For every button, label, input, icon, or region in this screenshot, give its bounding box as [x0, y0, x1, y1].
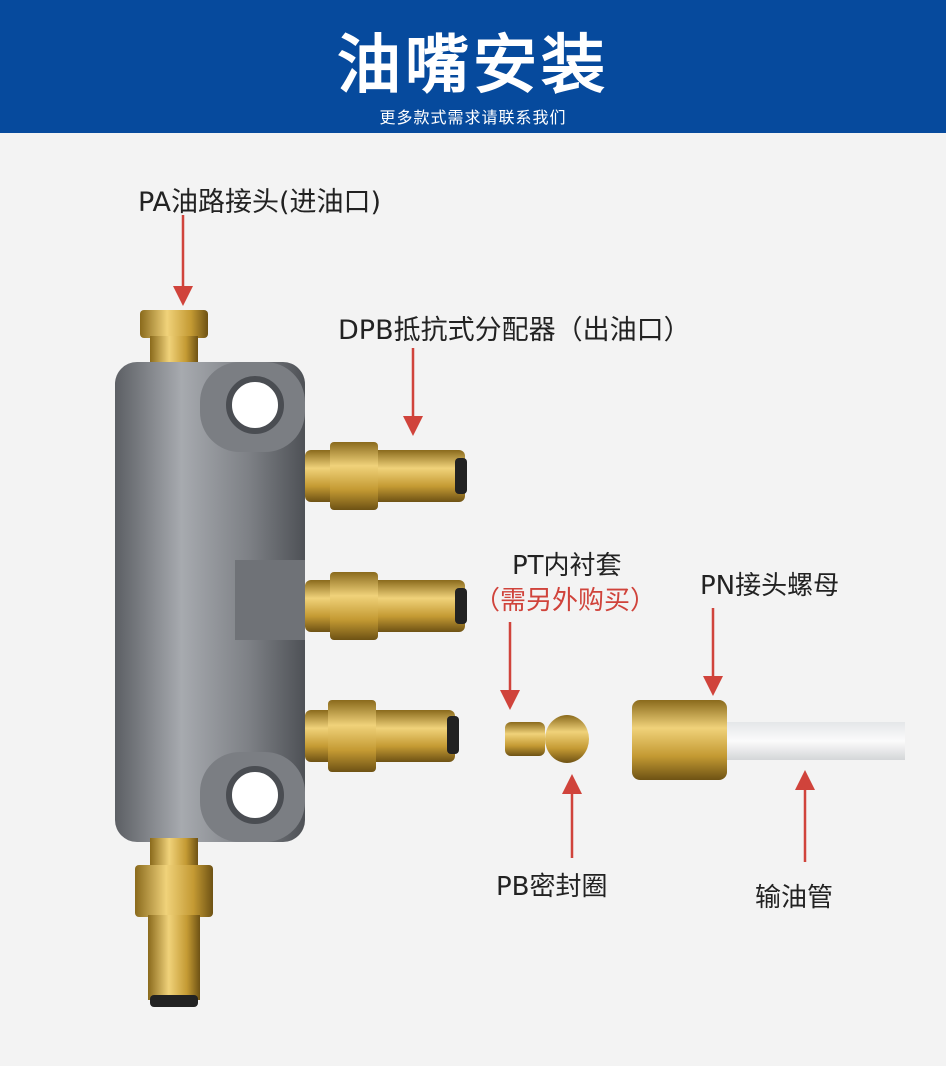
- pa-fitting: [140, 310, 208, 366]
- label-pt-note: （需另外购买）: [474, 586, 657, 616]
- pt-sleeve: [505, 722, 545, 756]
- label-pt: PT内衬套: [512, 551, 622, 581]
- pb-seal-ring: [545, 715, 589, 763]
- label-pa: PA油路接头(进油口): [138, 187, 382, 218]
- pn-nut: [632, 700, 727, 780]
- callout-arrows: [173, 215, 815, 862]
- dpb-distributor-body: [115, 362, 305, 842]
- page-subtitle: 更多款式需求请联系我们: [379, 108, 567, 127]
- outlet-fittings: [305, 442, 467, 772]
- bottom-fitting: [135, 838, 213, 1007]
- label-tube: 输油管: [755, 883, 834, 913]
- header-banner: 油嘴安装 更多款式需求请联系我们: [0, 0, 946, 133]
- label-pb: PB密封圈: [496, 872, 608, 902]
- label-pn: PN接头螺母: [700, 571, 840, 601]
- page-title: 油嘴安装: [337, 29, 609, 103]
- oil-tube: [725, 722, 905, 760]
- label-dpb: DPB抵抗式分配器（出油口）: [338, 315, 691, 346]
